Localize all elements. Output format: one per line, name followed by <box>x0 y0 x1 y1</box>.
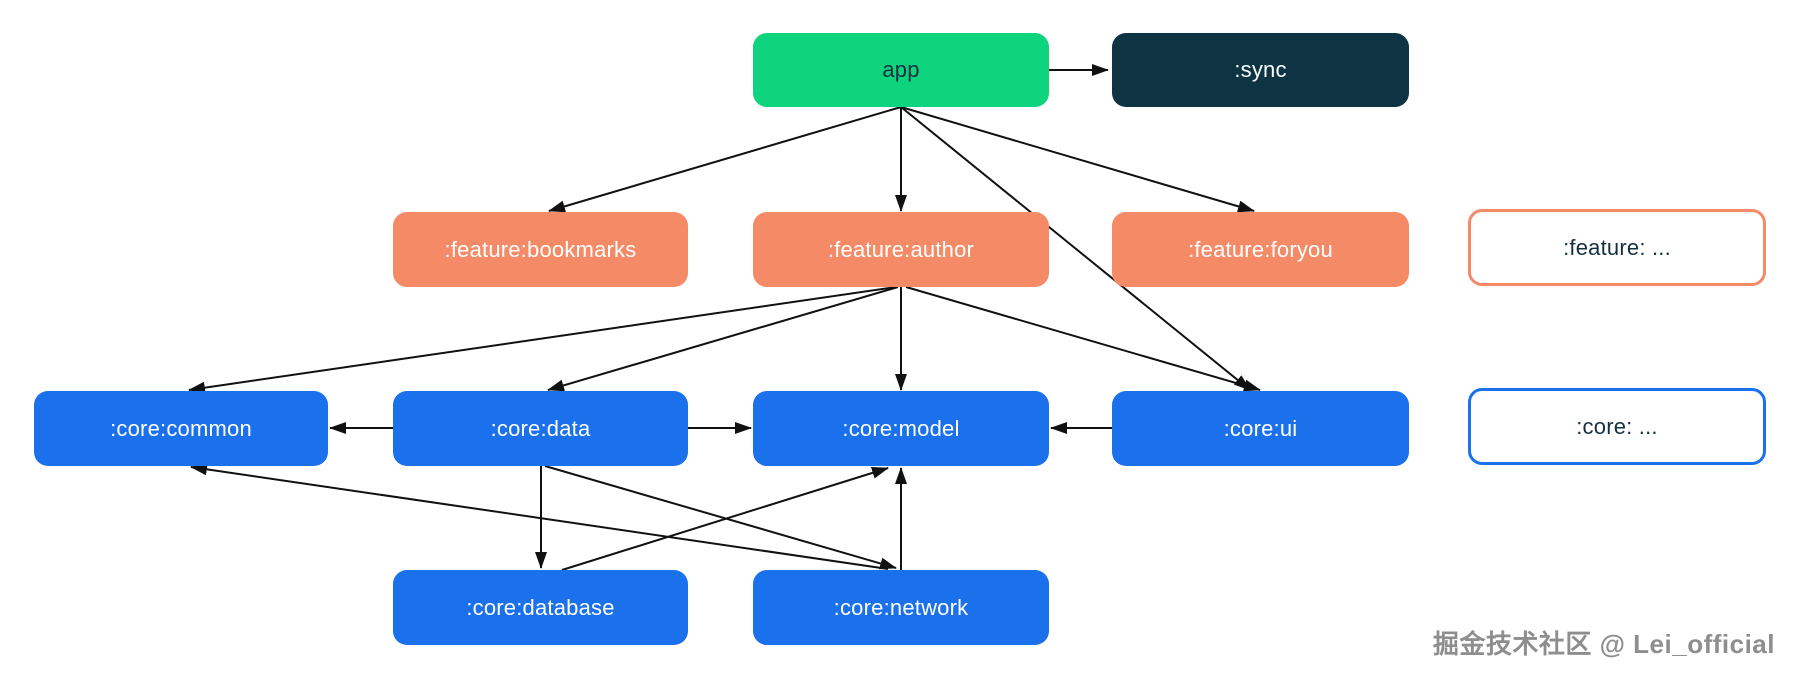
node-label: :sync <box>1234 57 1287 82</box>
edge-app-to-core-ui <box>900 106 1251 391</box>
node-feature-ellipsis: :feature: ... <box>1468 209 1766 286</box>
edge-app-to-feature-foryou <box>900 106 1255 213</box>
node-core-ellipsis: :core: ... <box>1468 388 1766 465</box>
node-core-ui: :core:ui <box>1112 391 1409 466</box>
node-core-database: :core:database <box>393 570 688 645</box>
node-label: :feature:foryou <box>1188 236 1333 262</box>
node-label: :core:common <box>110 415 252 441</box>
edge-feature-author-to-core-data <box>547 286 899 392</box>
node-feature-author: :feature:author <box>753 212 1049 287</box>
node-label: :core:ui <box>1223 415 1298 441</box>
node-core-network: :core:network <box>753 570 1049 645</box>
node-label: :core:data <box>490 415 591 441</box>
edge-app-to-feature-bookmarks <box>548 106 902 213</box>
watermark-text: 掘金技术社区 @ Lei_official <box>1432 629 1775 659</box>
edge-core-database-to-core-model <box>561 467 889 571</box>
node-label: :core: ... <box>1576 413 1658 439</box>
node-label: :core:database <box>466 594 615 620</box>
edge-core-network-to-core-common <box>190 463 889 570</box>
edge-feature-author-to-core-common <box>188 286 897 394</box>
node-feature-bookmarks: :feature:bookmarks <box>393 212 688 287</box>
node-label: :feature:bookmarks <box>444 236 637 262</box>
node-label: :core:model <box>842 415 960 441</box>
edge-feature-author-to-core-ui <box>905 286 1261 392</box>
node-label: :core:network <box>833 594 969 620</box>
node-label: app <box>882 57 920 82</box>
node-feature-foryou: :feature:foryou <box>1112 212 1409 287</box>
node-core-model: :core:model <box>753 391 1049 466</box>
node-app: app <box>753 33 1049 107</box>
edge-core-data-to-core-network <box>544 465 897 570</box>
node-label: :feature:author <box>827 236 975 262</box>
node-core-common: :core:common <box>34 391 328 466</box>
node-label: :feature: ... <box>1563 234 1671 260</box>
node-sync: :sync <box>1112 33 1409 107</box>
node-core-data: :core:data <box>393 391 688 466</box>
